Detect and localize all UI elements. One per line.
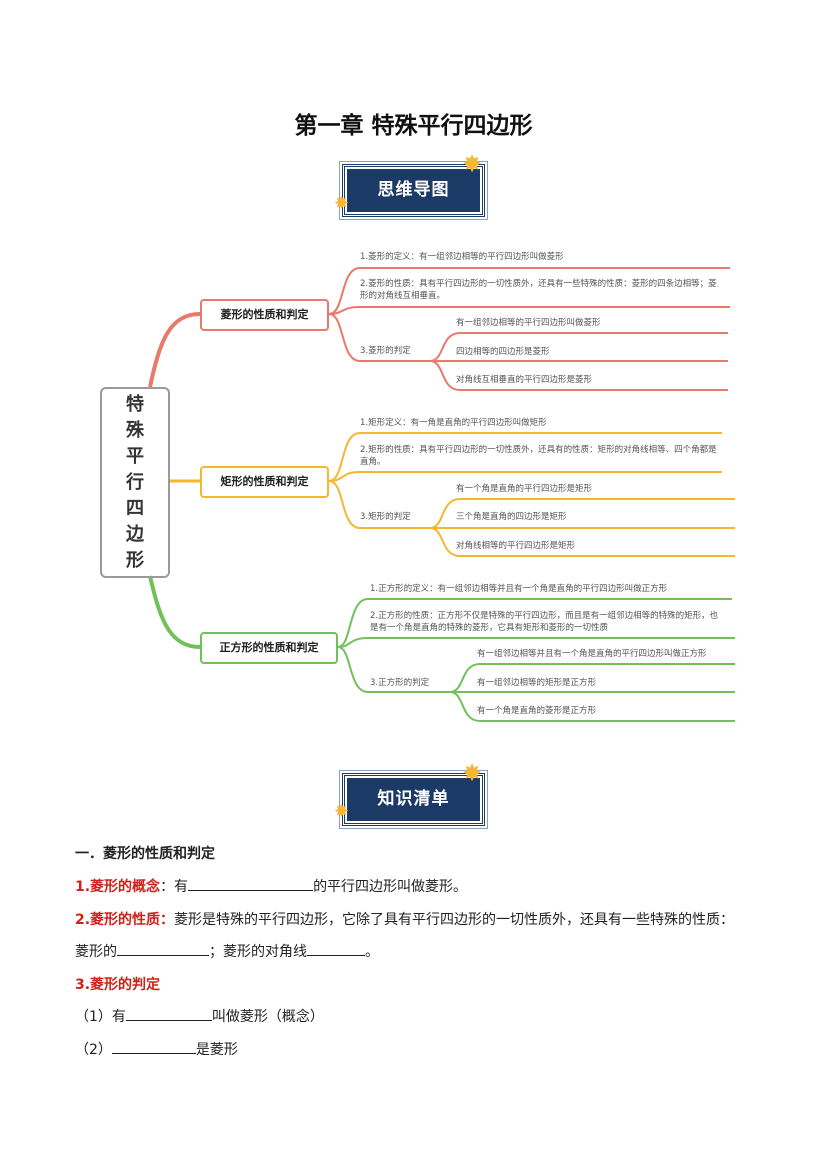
star-icon: ✸ [462,150,483,178]
leaf-text: 2.矩形的性质：具有平行四边形的一切性质外，还具有的性质：矩形的对角线相等、四个… [360,445,717,467]
leaf-text: 3.正方形的判定 [370,678,430,688]
line-concept: 1.菱形的概念：有 的平行四边形叫做菱形。 [75,876,467,896]
text: （2） [75,1042,112,1058]
leaf-text: 对角线互相垂直的平行四边形是菱形 [456,375,593,385]
root-char: 行 [126,471,144,493]
leaf-text: 1.正方形的定义：有一组邻边相等并且有一个角是直角的平行四边形叫做正方形 [370,584,668,594]
line-property: 2.菱形的性质：菱形是特殊的平行四边形，它除了具有平行四边形的一切性质外，还具有… [75,909,734,929]
leaf-text: 2.正方形的性质：正方形不仅是特殊的平行四边形，而且是有一组邻边相等的特殊的矩形… [370,611,719,633]
root-char: 平 [126,445,144,467]
leaf-text: 1.矩形定义：有一角是直角的平行四边形叫做矩形 [360,418,547,428]
star-icon: ✸ [334,193,350,214]
text: 叫做菱形（概念） [211,1009,324,1025]
text: （1）有 [75,1009,126,1025]
chapter-title: 第一章 特殊平行四边形 [294,113,533,139]
leaf-text: 2.菱形的性质：具有平行四边形的一切性质外，还具有一些特殊的性质：菱形的四条边相… [360,279,717,301]
fill-blank[interactable] [117,941,209,956]
label: 1.菱形的概念 [75,879,161,895]
leaf-text: 1.菱形的定义：有一组邻边相等的平行四边形叫做菱形 [360,252,564,262]
judge-item-1: （1）有 叫做菱形（概念） [75,1006,324,1026]
root-char: 边 [126,523,144,545]
leaf-text: 对角线相等的平行四边形是矩形 [456,541,576,551]
fill-blank[interactable] [125,1006,212,1021]
line-property-blanks: 菱形的 ；菱形的对角线 。 [75,941,379,961]
text: 。 [365,944,379,960]
text: 的平行四边形叫做菱形。 [313,879,468,895]
root-char: 殊 [126,419,144,441]
text: 菱形的 [75,944,117,960]
root-char: 四 [126,497,144,519]
mindmap-root: 特 殊 平 行 四 边 形 [100,387,170,578]
leaf-text: 有一组邻边相等的矩形是正方形 [477,678,597,688]
leaf-text: 3.菱形的判定 [360,346,411,356]
fill-blank[interactable] [188,876,314,891]
connector-rhombus [148,312,201,388]
leaf-text: 有一个角是直角的菱形是正方形 [477,706,597,716]
label: 2.菱形的性质： [75,912,175,928]
judge-item-2: （2） 是菱形 [75,1039,238,1059]
text: ：有 [160,879,189,895]
judge-heading: 3.菱形的判定 [75,977,161,993]
fill-blank[interactable] [111,1039,196,1054]
text: 是菱形 [195,1042,238,1058]
branch-rectangle: 矩形的性质和判定 [200,466,329,498]
leaf-text: 有一个角是直角的平行四边形是矩形 [456,484,593,494]
leaf-text: 有一组邻边相等的平行四边形叫做菱形 [456,318,601,328]
branch-square: 正方形的性质和判定 [200,632,338,664]
leaf-text: 有一组邻边相等并且有一个角是直角的平行四边形叫做正方形 [477,649,707,659]
leaf-text: 3.矩形的判定 [360,512,411,522]
branch-rhombus: 菱形的性质和判定 [200,299,329,331]
knowledge-banner: 知识清单 [342,773,485,826]
mindmap-banner: 思维导图 [342,164,485,217]
leaf-text: 三个角是直角的四边形是矩形 [456,512,567,522]
mindmap-connectors [148,267,735,722]
text: ；菱形的对角线 [209,944,307,960]
connector-square [148,575,201,649]
text: 菱形是特殊的平行四边形，它除了具有平行四边形的一切性质外，还具有一些特殊的性质： [174,912,735,928]
leaf-text: 四边相等的四边形是菱形 [456,347,550,357]
star-icon: ✸ [334,801,350,822]
root-char: 特 [126,393,144,415]
root-char: 形 [126,549,144,571]
section-heading: 一．菱形的性质和判定 [75,846,215,862]
star-icon: ✸ [462,759,483,787]
fill-blank[interactable] [307,941,365,956]
